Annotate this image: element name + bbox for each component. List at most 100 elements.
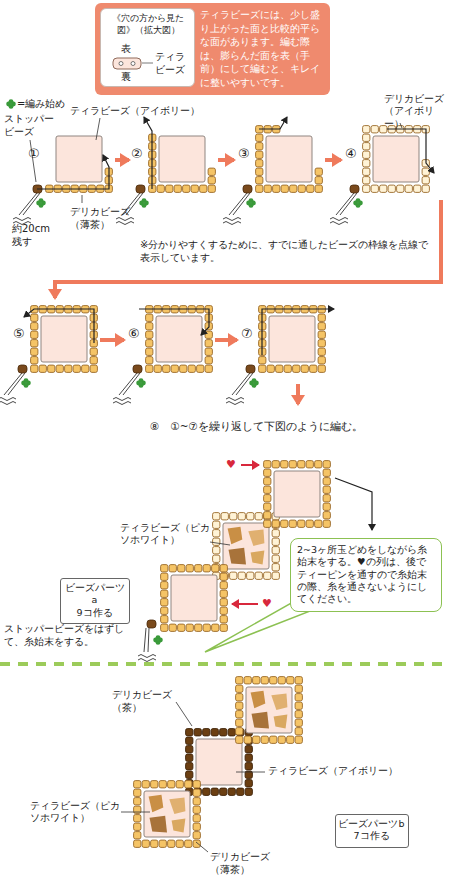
- leader-line: [241, 464, 259, 466]
- delica-bead: [363, 185, 370, 192]
- leader-line: [340, 193, 357, 215]
- leader-line: [82, 195, 83, 203]
- leader-line: [19, 193, 37, 215]
- delica-bead: [255, 572, 262, 579]
- delica-bead: [278, 677, 285, 684]
- delica-bead: [213, 564, 220, 571]
- start-mark: [252, 383, 257, 388]
- delica-bead: [157, 185, 164, 192]
- leader-line: [262, 309, 334, 355]
- delica-bead: [264, 185, 271, 192]
- delica-bead: [193, 815, 200, 822]
- leader-line: [196, 842, 208, 852]
- start-mark: [356, 203, 361, 208]
- delica-bead: [213, 513, 220, 520]
- delica-bead: [236, 677, 243, 684]
- delica-bead: [161, 590, 168, 597]
- delica-bead: [211, 788, 218, 795]
- start-mark: [252, 378, 257, 383]
- delica-bead: [228, 788, 235, 795]
- delica-bead: [289, 461, 296, 468]
- delica-bead: [183, 185, 190, 192]
- delica-bead: [306, 520, 313, 527]
- delica-bead: [272, 547, 279, 554]
- delica-bead: [397, 185, 404, 192]
- delica-bead: [161, 607, 168, 614]
- delica-bead: [146, 365, 153, 372]
- text-label: ビーズパーツa: [63, 582, 126, 607]
- delica-bead: [208, 177, 215, 184]
- view-box: 《穴の方から見た図》（拡大図）表裏ティラビーズ: [100, 8, 195, 87]
- delica-bead: [245, 780, 252, 787]
- delica-bead: [245, 746, 252, 753]
- text-label: ティラビーズには、少し盛り上がった面と比較的平らな面があります。編む際は、膨らん…: [200, 8, 324, 89]
- picasso-spot: [251, 551, 265, 565]
- leader-line: [236, 772, 265, 773]
- delica-bead: [220, 607, 227, 614]
- tila-bead: [246, 687, 292, 733]
- delica-bead: [191, 185, 198, 192]
- delica-bead: [31, 323, 38, 330]
- delica-bead: [236, 711, 243, 718]
- thread-wave: [0, 402, 16, 405]
- delica-bead: [287, 677, 294, 684]
- delica-bead: [256, 168, 263, 175]
- delica-bead: [306, 461, 313, 468]
- thread-wave: [223, 218, 241, 221]
- delica-bead: [323, 461, 330, 468]
- tila-bead: [373, 136, 419, 182]
- leader-line: [387, 129, 434, 173]
- flow-arrow: [296, 384, 300, 404]
- delica-bead: [371, 126, 378, 133]
- delica-bead: [414, 185, 421, 192]
- callout-box: 2~3ヶ所玉どめをしながら糸始末をする。♥の列は、後でティーピンを通すので糸始末…: [290, 538, 442, 612]
- delica-bead: [56, 365, 63, 372]
- delica-bead: [253, 677, 260, 684]
- delica-bead: [236, 728, 243, 735]
- delica-bead: [213, 521, 220, 528]
- text-label: ストッパービーズをはずして、糸始末をする。: [4, 622, 134, 648]
- delica-bead: [295, 719, 302, 726]
- leader-line: [23, 193, 40, 215]
- delica-bead: [163, 365, 170, 372]
- delica-bead: [264, 469, 271, 476]
- delica-bead: [193, 798, 200, 805]
- picasso-spot: [248, 529, 264, 546]
- delica-bead: [247, 513, 254, 520]
- delica-bead: [295, 736, 302, 743]
- delica-bead: [307, 185, 314, 192]
- delica-bead: [371, 185, 378, 192]
- delica-bead: [186, 565, 193, 572]
- delica-bead: [168, 840, 175, 847]
- stopper-bead: [133, 365, 142, 373]
- delica-bead: [134, 823, 141, 830]
- leader-line: [4, 373, 22, 395]
- delica-bead: [318, 323, 325, 330]
- delica-bead: [186, 754, 193, 761]
- delica-bead: [363, 160, 370, 167]
- delica-bead: [169, 565, 176, 572]
- delica-bead: [256, 160, 263, 167]
- text-label: デリカビーズ（茶）: [112, 688, 182, 714]
- delica-bead: [178, 565, 185, 572]
- tila-bead: [113, 58, 141, 69]
- tila-bead: [269, 316, 315, 362]
- delica-bead: [213, 530, 220, 537]
- delica-bead: [318, 340, 325, 347]
- tila-bead: [274, 471, 320, 517]
- delica-bead: [315, 177, 322, 184]
- delica-bead: [380, 185, 387, 192]
- delica-bead: [318, 314, 325, 321]
- delica-bead: [388, 185, 395, 192]
- thread-wave: [138, 659, 156, 662]
- delica-bead: [245, 788, 252, 795]
- start-mark: [156, 635, 161, 640]
- delica-bead: [185, 781, 192, 788]
- leader-line: [218, 158, 234, 162]
- delica-bead: [146, 340, 153, 347]
- leader-line: [8, 373, 25, 395]
- delica-bead: [256, 185, 263, 192]
- delica-bead: [161, 582, 168, 589]
- delica-bead: [318, 357, 325, 364]
